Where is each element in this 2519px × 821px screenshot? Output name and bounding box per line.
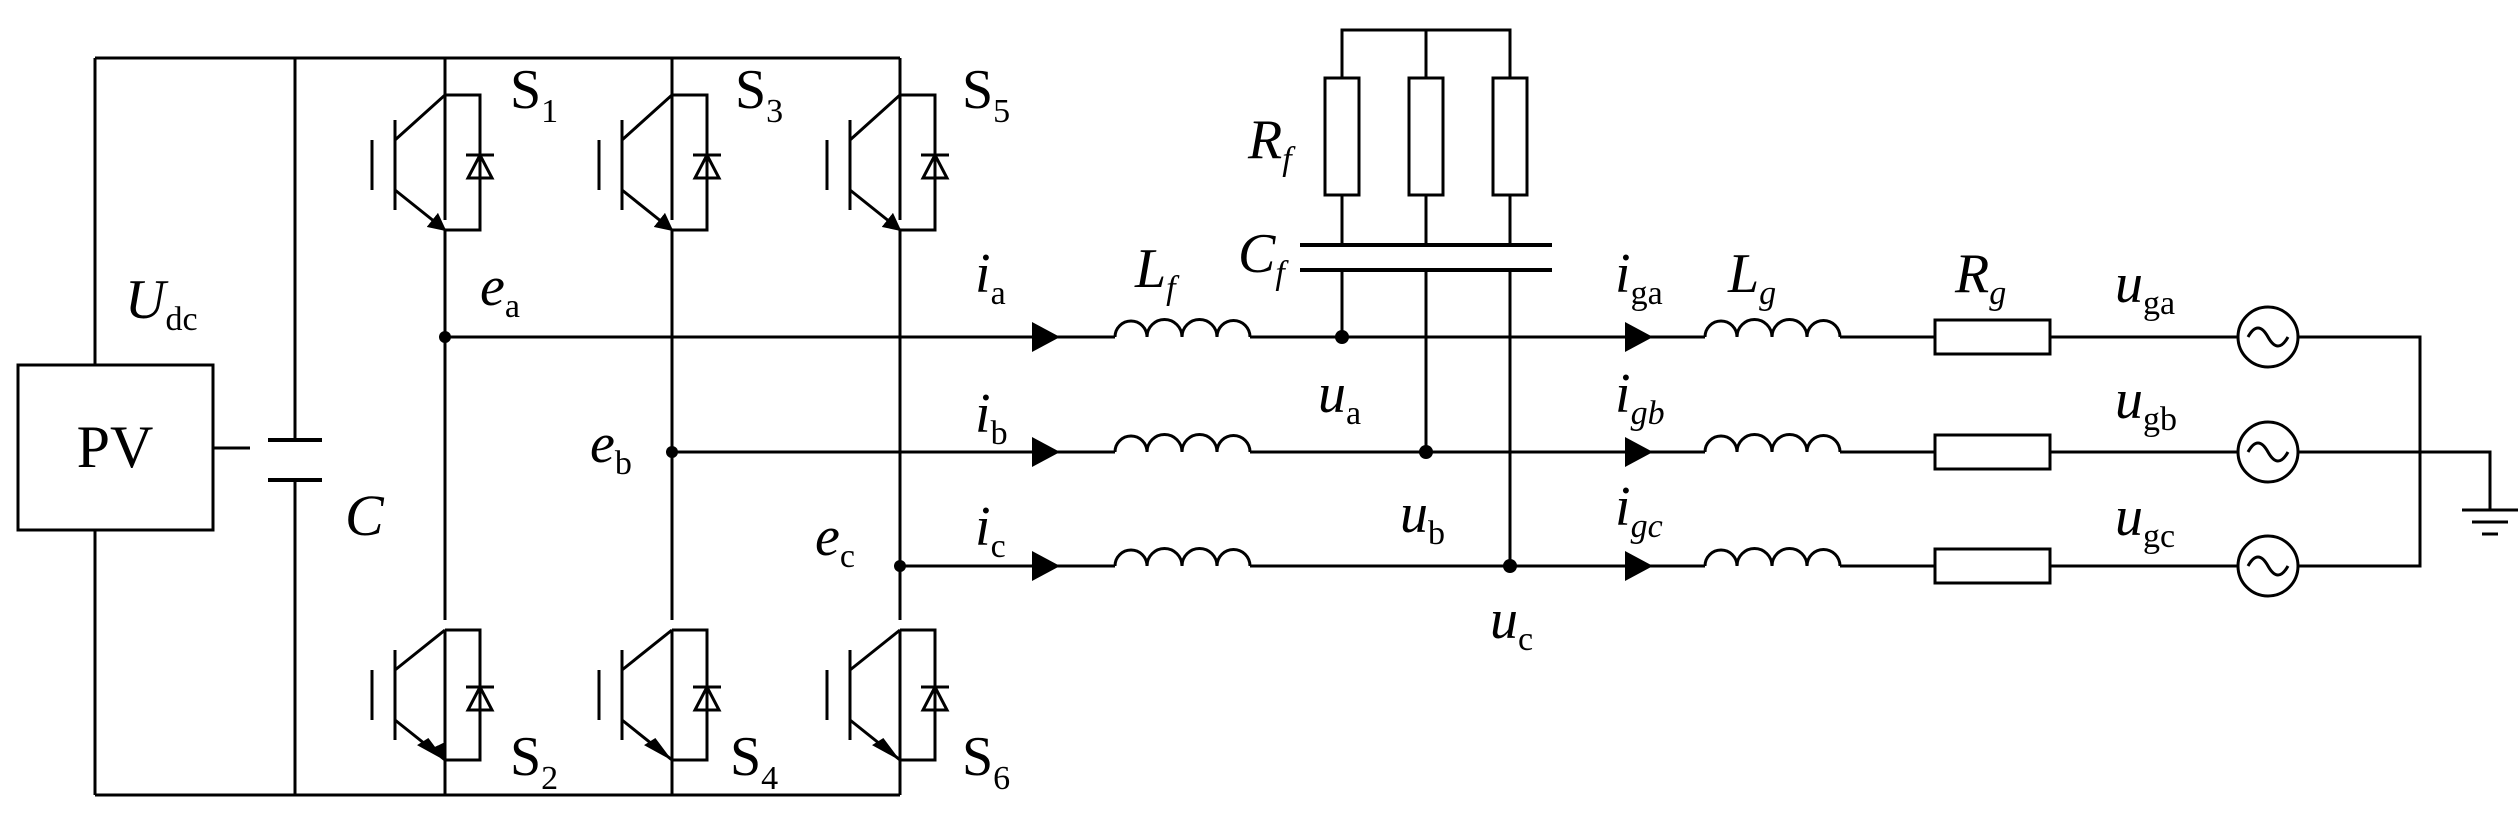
- filter-inductors: [1113, 318, 1252, 567]
- filter-capacitors: [1300, 243, 1552, 272]
- current-label-ic: ic: [975, 496, 1006, 565]
- grid-resistors: [1933, 318, 2052, 585]
- pv-source-box: [16, 363, 215, 532]
- node-voltage-ua: ua: [1318, 363, 1361, 432]
- switch-label-s1: S1: [510, 59, 558, 130]
- switch-label-s5: S5: [962, 59, 1010, 130]
- grid-current-arrows: [1625, 322, 1653, 581]
- grid-current-igc: igc: [1615, 476, 1663, 545]
- leg-voltage-eb: eb: [590, 413, 632, 482]
- grid-voltage-ugb: ugb: [2115, 369, 2177, 438]
- switch-s5: [825, 58, 950, 232]
- switch-label-s4: S4: [730, 726, 778, 797]
- grid-inductor-label: Lg: [1727, 243, 1776, 312]
- damping-resistor-label: Rf: [1247, 109, 1296, 178]
- ground-icon: [2462, 508, 2518, 536]
- switch-s3: [597, 58, 722, 232]
- grid-current-igb: igb: [1615, 363, 1665, 432]
- switch-label-s2: S2: [510, 726, 558, 797]
- grid-current-iga: iga: [1615, 243, 1663, 312]
- capacitor-label: C: [345, 483, 385, 548]
- grid-voltage-ugc: ugc: [2115, 486, 2175, 555]
- switch-s1: [370, 58, 495, 232]
- grid-resistor-label: Rg: [1954, 243, 2006, 312]
- switch-s6: [825, 628, 950, 795]
- node-voltage-uc: uc: [1490, 589, 1533, 658]
- filter-inductor-label: Lf: [1134, 238, 1180, 307]
- switch-label-s3: S3: [735, 59, 783, 130]
- damping-resistors: [1323, 76, 1529, 197]
- pv-label: PV: [77, 414, 154, 480]
- junction-dots: [439, 330, 1517, 573]
- inverter-current-arrows: [1032, 322, 1060, 581]
- current-label-ib: ib: [975, 383, 1008, 452]
- dc-link-capacitor: [268, 438, 322, 482]
- grid-ac-sources: [2236, 305, 2300, 598]
- leg-voltage-ea: ea: [480, 256, 520, 325]
- switch-label-s6: S6: [962, 726, 1010, 797]
- grid-voltage-uga: uga: [2115, 253, 2175, 322]
- leg-voltage-ec: ec: [815, 506, 855, 575]
- switch-s2: [370, 628, 495, 795]
- grid-inductors: [1660, 318, 1842, 568]
- switch-s4: [597, 628, 722, 795]
- node-voltage-ub: ub: [1400, 483, 1445, 552]
- current-label-ia: ia: [975, 243, 1006, 312]
- filter-capacitor-label: Cf: [1238, 223, 1289, 292]
- dc-voltage-label: Udc: [125, 269, 198, 338]
